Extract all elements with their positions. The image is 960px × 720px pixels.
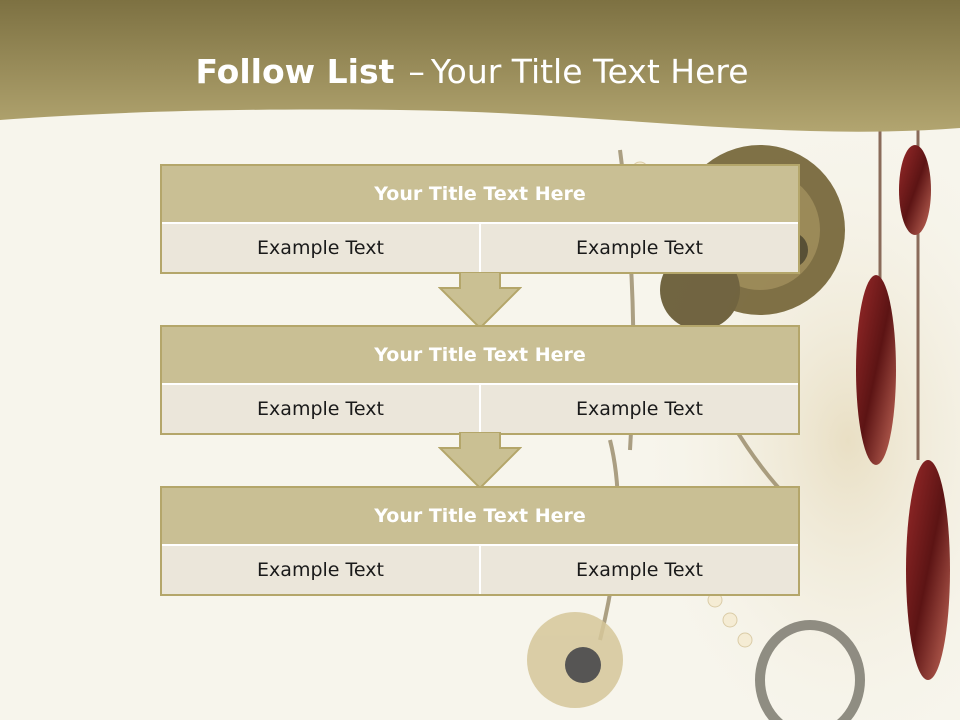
page-title: Follow List–Your Title Text Here (0, 52, 944, 91)
step-title-2: Your Title Text Here (162, 327, 798, 385)
step-box-2: Your Title Text Here Example Text Exampl… (160, 325, 800, 435)
title-rest: Your Title Text Here (430, 52, 749, 91)
title-bold: Follow List (195, 52, 395, 91)
down-arrow-icon (438, 272, 522, 330)
step-box-3: Your Title Text Here Example Text Exampl… (160, 486, 800, 596)
step-row-3: Example Text Example Text (162, 546, 798, 594)
step-2-left-cell: Example Text (257, 398, 384, 420)
step-row-1: Example Text Example Text (162, 224, 798, 272)
step-3-right-cell: Example Text (479, 546, 798, 594)
step-2-right-cell: Example Text (479, 385, 798, 433)
step-3-left-cell: Example Text (257, 559, 384, 581)
step-1-right-cell: Example Text (479, 224, 798, 272)
step-box-1: Your Title Text Here Example Text Exampl… (160, 164, 800, 274)
step-row-2: Example Text Example Text (162, 385, 798, 433)
step-1-left-cell: Example Text (257, 237, 384, 259)
step-title-1: Your Title Text Here (162, 166, 798, 224)
down-arrow-icon (438, 432, 522, 490)
step-title-3: Your Title Text Here (162, 488, 798, 546)
header-band (0, 0, 960, 132)
title-separator: – (408, 52, 425, 91)
